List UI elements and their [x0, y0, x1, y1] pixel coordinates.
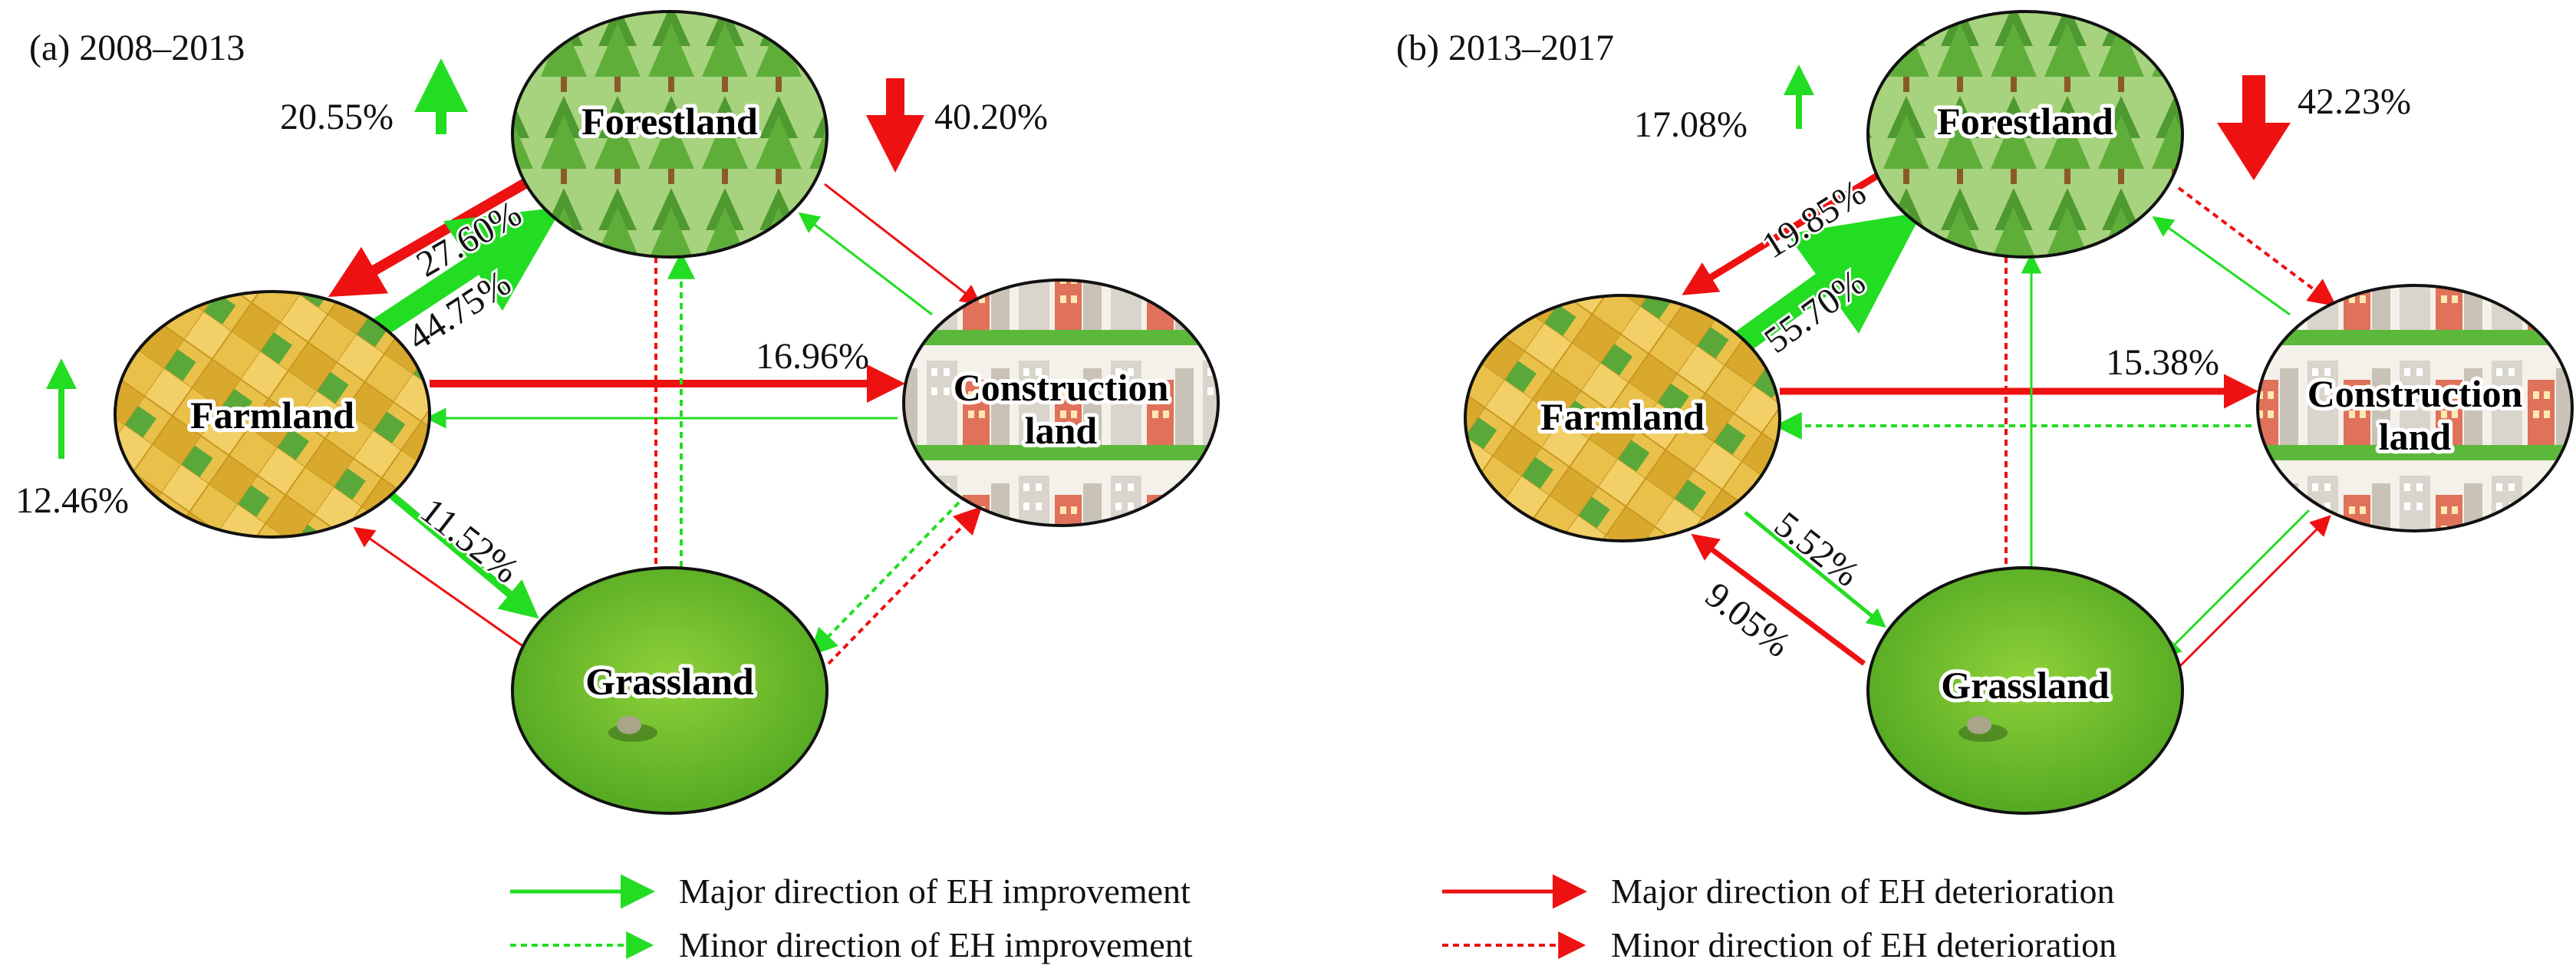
- node-a-grassland-label: Grassland: [585, 660, 754, 703]
- arrow-a-grassland-to-farmland: [353, 526, 530, 652]
- arrow-b-farmland-to-forest: [1730, 212, 1922, 355]
- panel-b-arrows: [1682, 162, 2337, 669]
- arrow-a-forest-to-farmland: [328, 171, 540, 297]
- arrow-b-grassland-to-farmland: [1691, 533, 1866, 666]
- legend-minor-improvement: Minor direction of EH improvement: [510, 925, 1193, 964]
- node-a-farmland: Farmland: [114, 290, 431, 539]
- arrow-b-forest-to-construction: [2177, 186, 2337, 307]
- pct-a-forest-up: 20.55%: [280, 97, 394, 137]
- panel-b-title: (b) 2013–2017: [1396, 28, 1614, 68]
- arrow-a-forest-down-shape: [866, 78, 924, 173]
- arrow-a-grassland-to-construction: [827, 506, 983, 665]
- pct-b-forest-down: 42.23%: [2298, 81, 2411, 122]
- arrow-b-forest-down-shape: [2217, 75, 2291, 180]
- panel-a: (a) 2008–2013: [15, 10, 1220, 815]
- node-b-forestland-label: Forestland: [1937, 100, 2113, 143]
- arrow-b-construction-to-grassland: [2160, 509, 2311, 659]
- node-b-construction-land: Construction land: [2256, 284, 2574, 532]
- panel-a-title: (a) 2008–2013: [29, 28, 245, 68]
- pct-b-grass-to-farm: 9.05%: [1698, 575, 1797, 665]
- pct-a-farm-to-grass: 11.52%: [413, 490, 526, 592]
- arrow-b-grassland-to-construction: [2177, 515, 2331, 669]
- legend-minor-deterioration-label: Minor direction of EH deterioration: [1611, 925, 2116, 964]
- arrow-a-farmland-to-forest: [370, 206, 563, 339]
- legend-major-improvement: Major direction of EH improvement: [510, 872, 1191, 911]
- node-b-farmland-label: Farmland: [1540, 395, 1705, 438]
- panel-b: (b) 2013–2017 Forestland Farmland: [1396, 10, 2574, 815]
- pct-b-forest-up: 17.08%: [1634, 104, 1748, 145]
- node-a-farmland-label: Farmland: [190, 394, 354, 437]
- legend-major-deterioration-label: Major direction of EH deterioration: [1611, 872, 2115, 911]
- pct-b-farm-to-construction: 15.38%: [2106, 342, 2219, 383]
- node-b-forestland: Forestland: [1866, 10, 2184, 259]
- legend-major-improvement-label: Major direction of EH improvement: [679, 872, 1191, 911]
- node-a-grassland: Grassland: [511, 566, 828, 815]
- node-b-construction-label-1: Construction: [2308, 372, 2523, 415]
- arrow-b-construction-to-forest: [2152, 216, 2291, 316]
- node-a-forestland: Forestland: [511, 10, 828, 259]
- arrow-a-construction-to-grassland: [809, 501, 960, 657]
- arrow-a-farmland-to-grassland: [388, 492, 539, 619]
- pct-a-forest-down: 40.20%: [934, 97, 1048, 137]
- node-a-construction-label-1: Construction: [954, 366, 1169, 409]
- node-b-grassland: Grassland: [1866, 566, 2184, 815]
- node-b-farmland: Farmland: [1464, 294, 1781, 542]
- arrow-b-farmland-to-grassland: [1744, 511, 1886, 628]
- legend-minor-improvement-label: Minor direction of EH improvement: [679, 925, 1193, 964]
- pct-b-farm-to-grass: 5.52%: [1767, 504, 1866, 595]
- node-a-construction-label-2: land: [1025, 409, 1098, 452]
- node-a-forestland-label: Forestland: [581, 100, 758, 143]
- pct-a-farm-to-construction: 16.96%: [756, 336, 869, 377]
- arrow-a-forest-to-construction: [824, 183, 982, 306]
- node-b-grassland-label: Grassland: [1941, 664, 2110, 707]
- node-a-construction-land: Construction land: [902, 279, 1220, 527]
- legend-minor-deterioration: Minor direction of EH deterioration: [1442, 925, 2116, 964]
- arrow-a-construction-to-forest: [798, 212, 933, 316]
- pct-a-farmland-up: 12.46%: [15, 480, 129, 521]
- legend: Major direction of EH improvement Minor …: [510, 872, 2116, 964]
- legend-major-deterioration: Major direction of EH deterioration: [1442, 872, 2115, 911]
- node-b-construction-label-2: land: [2379, 415, 2452, 458]
- panel-a-arrows: [328, 171, 983, 665]
